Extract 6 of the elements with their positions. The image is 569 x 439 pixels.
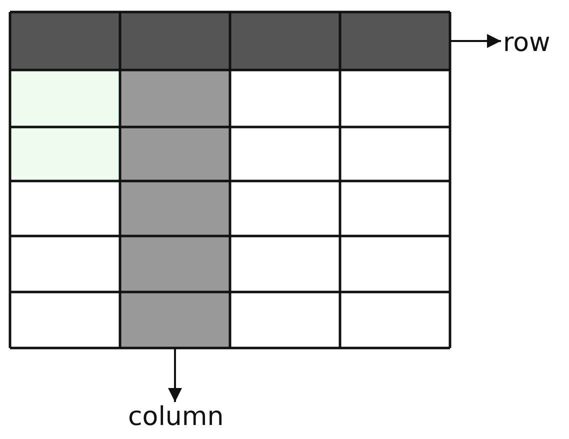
header-row (10, 12, 450, 70)
arrow (450, 34, 501, 48)
column-label: column (128, 404, 224, 430)
row-label: row (503, 30, 550, 56)
table-column (120, 70, 230, 348)
arrow (168, 348, 182, 402)
